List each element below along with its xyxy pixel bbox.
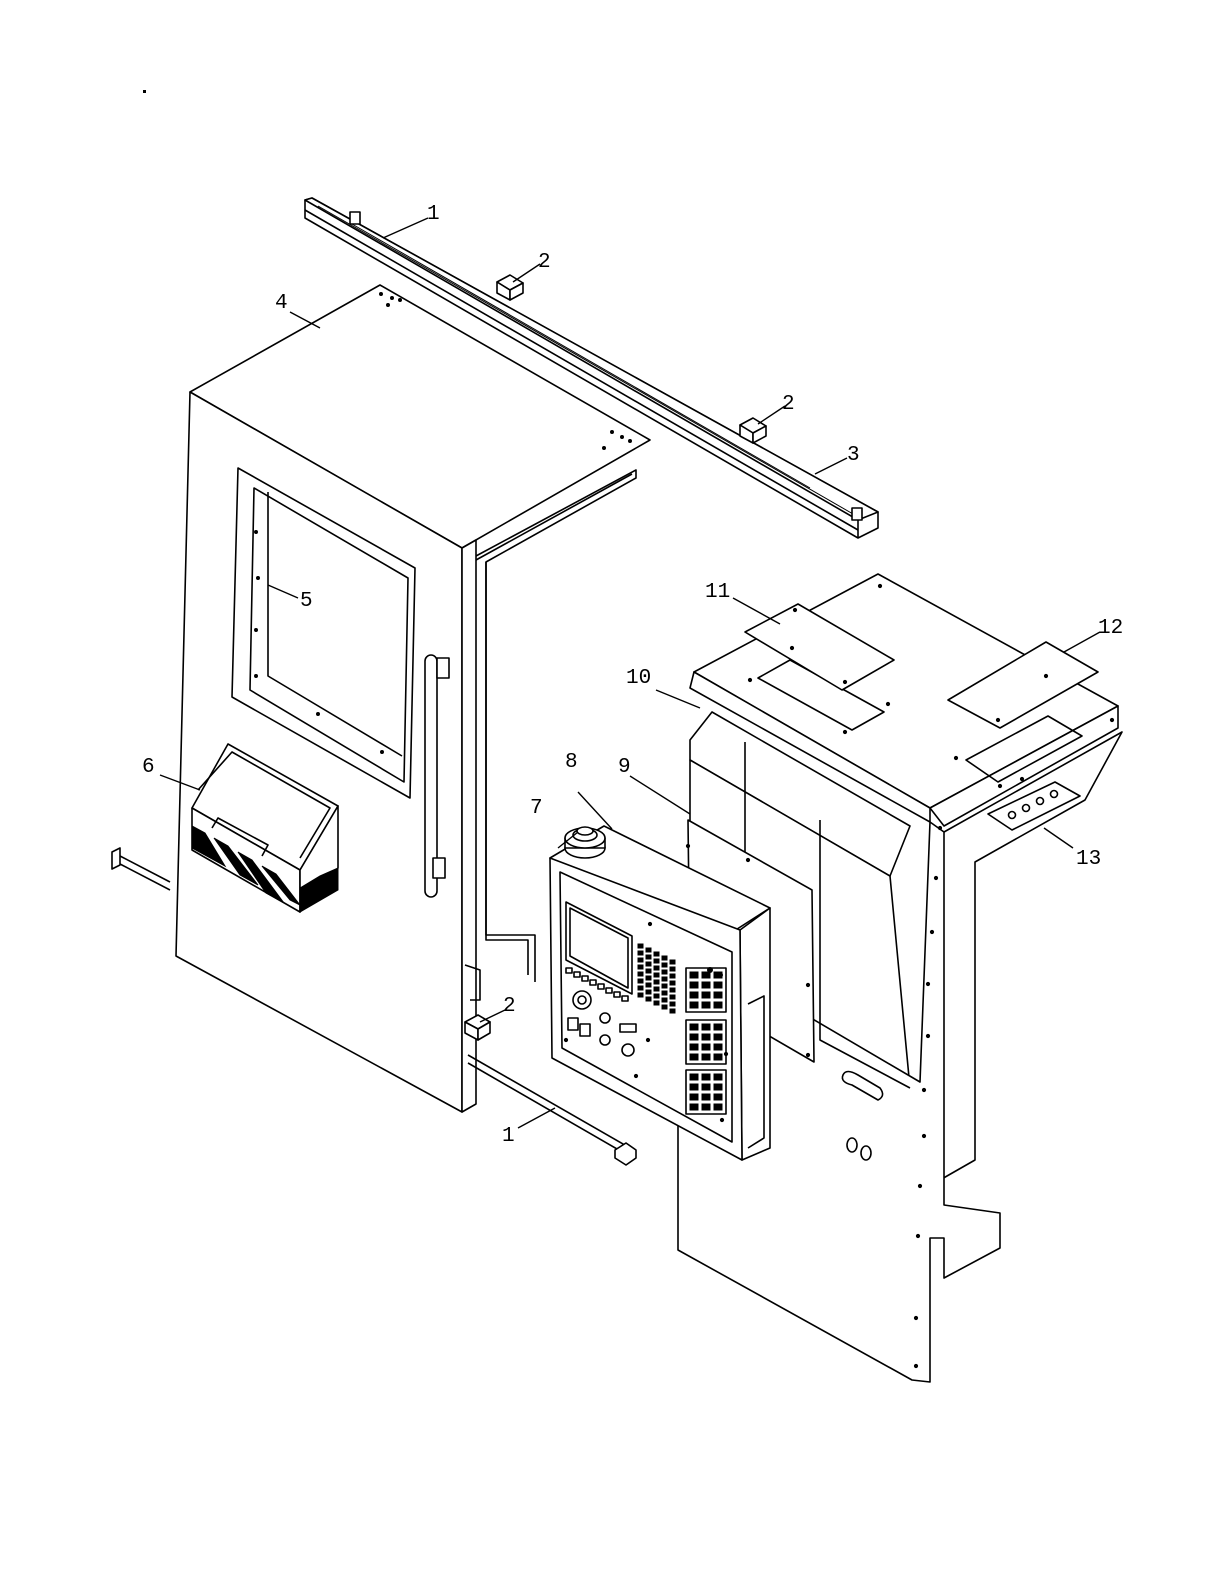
panel-key: [646, 983, 651, 987]
panel-key: [638, 979, 643, 983]
panel-key: [690, 1044, 698, 1050]
panel-key: [702, 982, 710, 988]
panel-key: [646, 976, 651, 980]
panel-key: [702, 1054, 710, 1060]
panel-key: [690, 1074, 698, 1080]
callout-9: 9: [618, 756, 631, 779]
panel-key: [670, 974, 675, 978]
callout-6: 6: [142, 756, 155, 779]
panel-key: [638, 951, 643, 955]
panel-key: [702, 1024, 710, 1030]
callout-2-middle: 2: [782, 393, 795, 416]
panel-key: [646, 955, 651, 959]
callout-10: 10: [626, 667, 651, 690]
callout-5: 5: [300, 590, 313, 613]
panel-key: [690, 982, 698, 988]
panel-key: [654, 994, 659, 998]
panel-key: [714, 1044, 722, 1050]
panel-key: [702, 1002, 710, 1008]
panel-key: [702, 1074, 710, 1080]
panel-key: [670, 1002, 675, 1006]
panel-key: [714, 992, 722, 998]
panel-key: [690, 992, 698, 998]
panel-key: [654, 952, 659, 956]
callout-1-top: 1: [427, 203, 440, 226]
panel-key: [654, 973, 659, 977]
panel-key: [638, 993, 643, 997]
panel-key: [646, 962, 651, 966]
panel-key: [702, 1084, 710, 1090]
panel-key: [670, 981, 675, 985]
panel-key: [714, 1104, 722, 1110]
panel-key: [690, 1002, 698, 1008]
panel-key: [690, 1104, 698, 1110]
panel-key: [690, 1034, 698, 1040]
lower-rod-left: [112, 848, 170, 890]
emergency-stop: [565, 827, 605, 858]
panel-key: [670, 1009, 675, 1013]
panel-key: [646, 948, 651, 952]
panel-key: [654, 980, 659, 984]
panel-key: [638, 986, 643, 990]
panel-key: [702, 1044, 710, 1050]
callout-1-bottom: 1: [502, 1125, 515, 1148]
panel-key: [662, 998, 667, 1002]
panel-key: [654, 1001, 659, 1005]
panel-key: [670, 995, 675, 999]
panel-key: [702, 1104, 710, 1110]
panel-key: [646, 969, 651, 973]
panel-key: [714, 1034, 722, 1040]
panel-key: [638, 958, 643, 962]
callout-8: 8: [565, 751, 578, 774]
panel-key: [714, 1054, 722, 1060]
callout-2-bottom: 2: [503, 995, 516, 1018]
panel-key: [638, 944, 643, 948]
panel-key: [654, 987, 659, 991]
panel-key: [714, 1002, 722, 1008]
panel-key: [690, 972, 698, 978]
panel-key: [670, 988, 675, 992]
callout-2-upper: 2: [538, 251, 551, 274]
panel-key: [702, 992, 710, 998]
panel-key: [690, 1054, 698, 1060]
panel-key: [646, 990, 651, 994]
panel-key: [638, 972, 643, 976]
panel-key: [654, 966, 659, 970]
callout-12: 12: [1098, 617, 1123, 640]
panel-key: [702, 1034, 710, 1040]
stray-dot: [143, 90, 146, 93]
panel-key: [714, 1024, 722, 1030]
panel-key: [662, 984, 667, 988]
panel-key: [638, 965, 643, 969]
panel-key: [662, 956, 667, 960]
panel-key: [690, 1094, 698, 1100]
panel-key: [714, 1084, 722, 1090]
panel-key: [670, 967, 675, 971]
callout-7: 7: [530, 797, 543, 820]
panel-key: [646, 997, 651, 1001]
panel-key: [662, 991, 667, 995]
callout-13: 13: [1076, 848, 1101, 871]
panel-key: [690, 1084, 698, 1090]
panel-key: [690, 1024, 698, 1030]
panel-key: [662, 1005, 667, 1009]
callout-3: 3: [847, 444, 860, 467]
callout-4: 4: [275, 292, 288, 315]
panel-key: [662, 970, 667, 974]
callout-11: 11: [705, 581, 730, 604]
panel-key: [662, 963, 667, 967]
panel-key: [714, 982, 722, 988]
panel-key: [714, 1094, 722, 1100]
panel-key: [654, 959, 659, 963]
panel-key: [670, 960, 675, 964]
panel-key: [662, 977, 667, 981]
panel-key: [702, 1094, 710, 1100]
panel-key: [714, 1074, 722, 1080]
panel-key: [702, 972, 710, 978]
